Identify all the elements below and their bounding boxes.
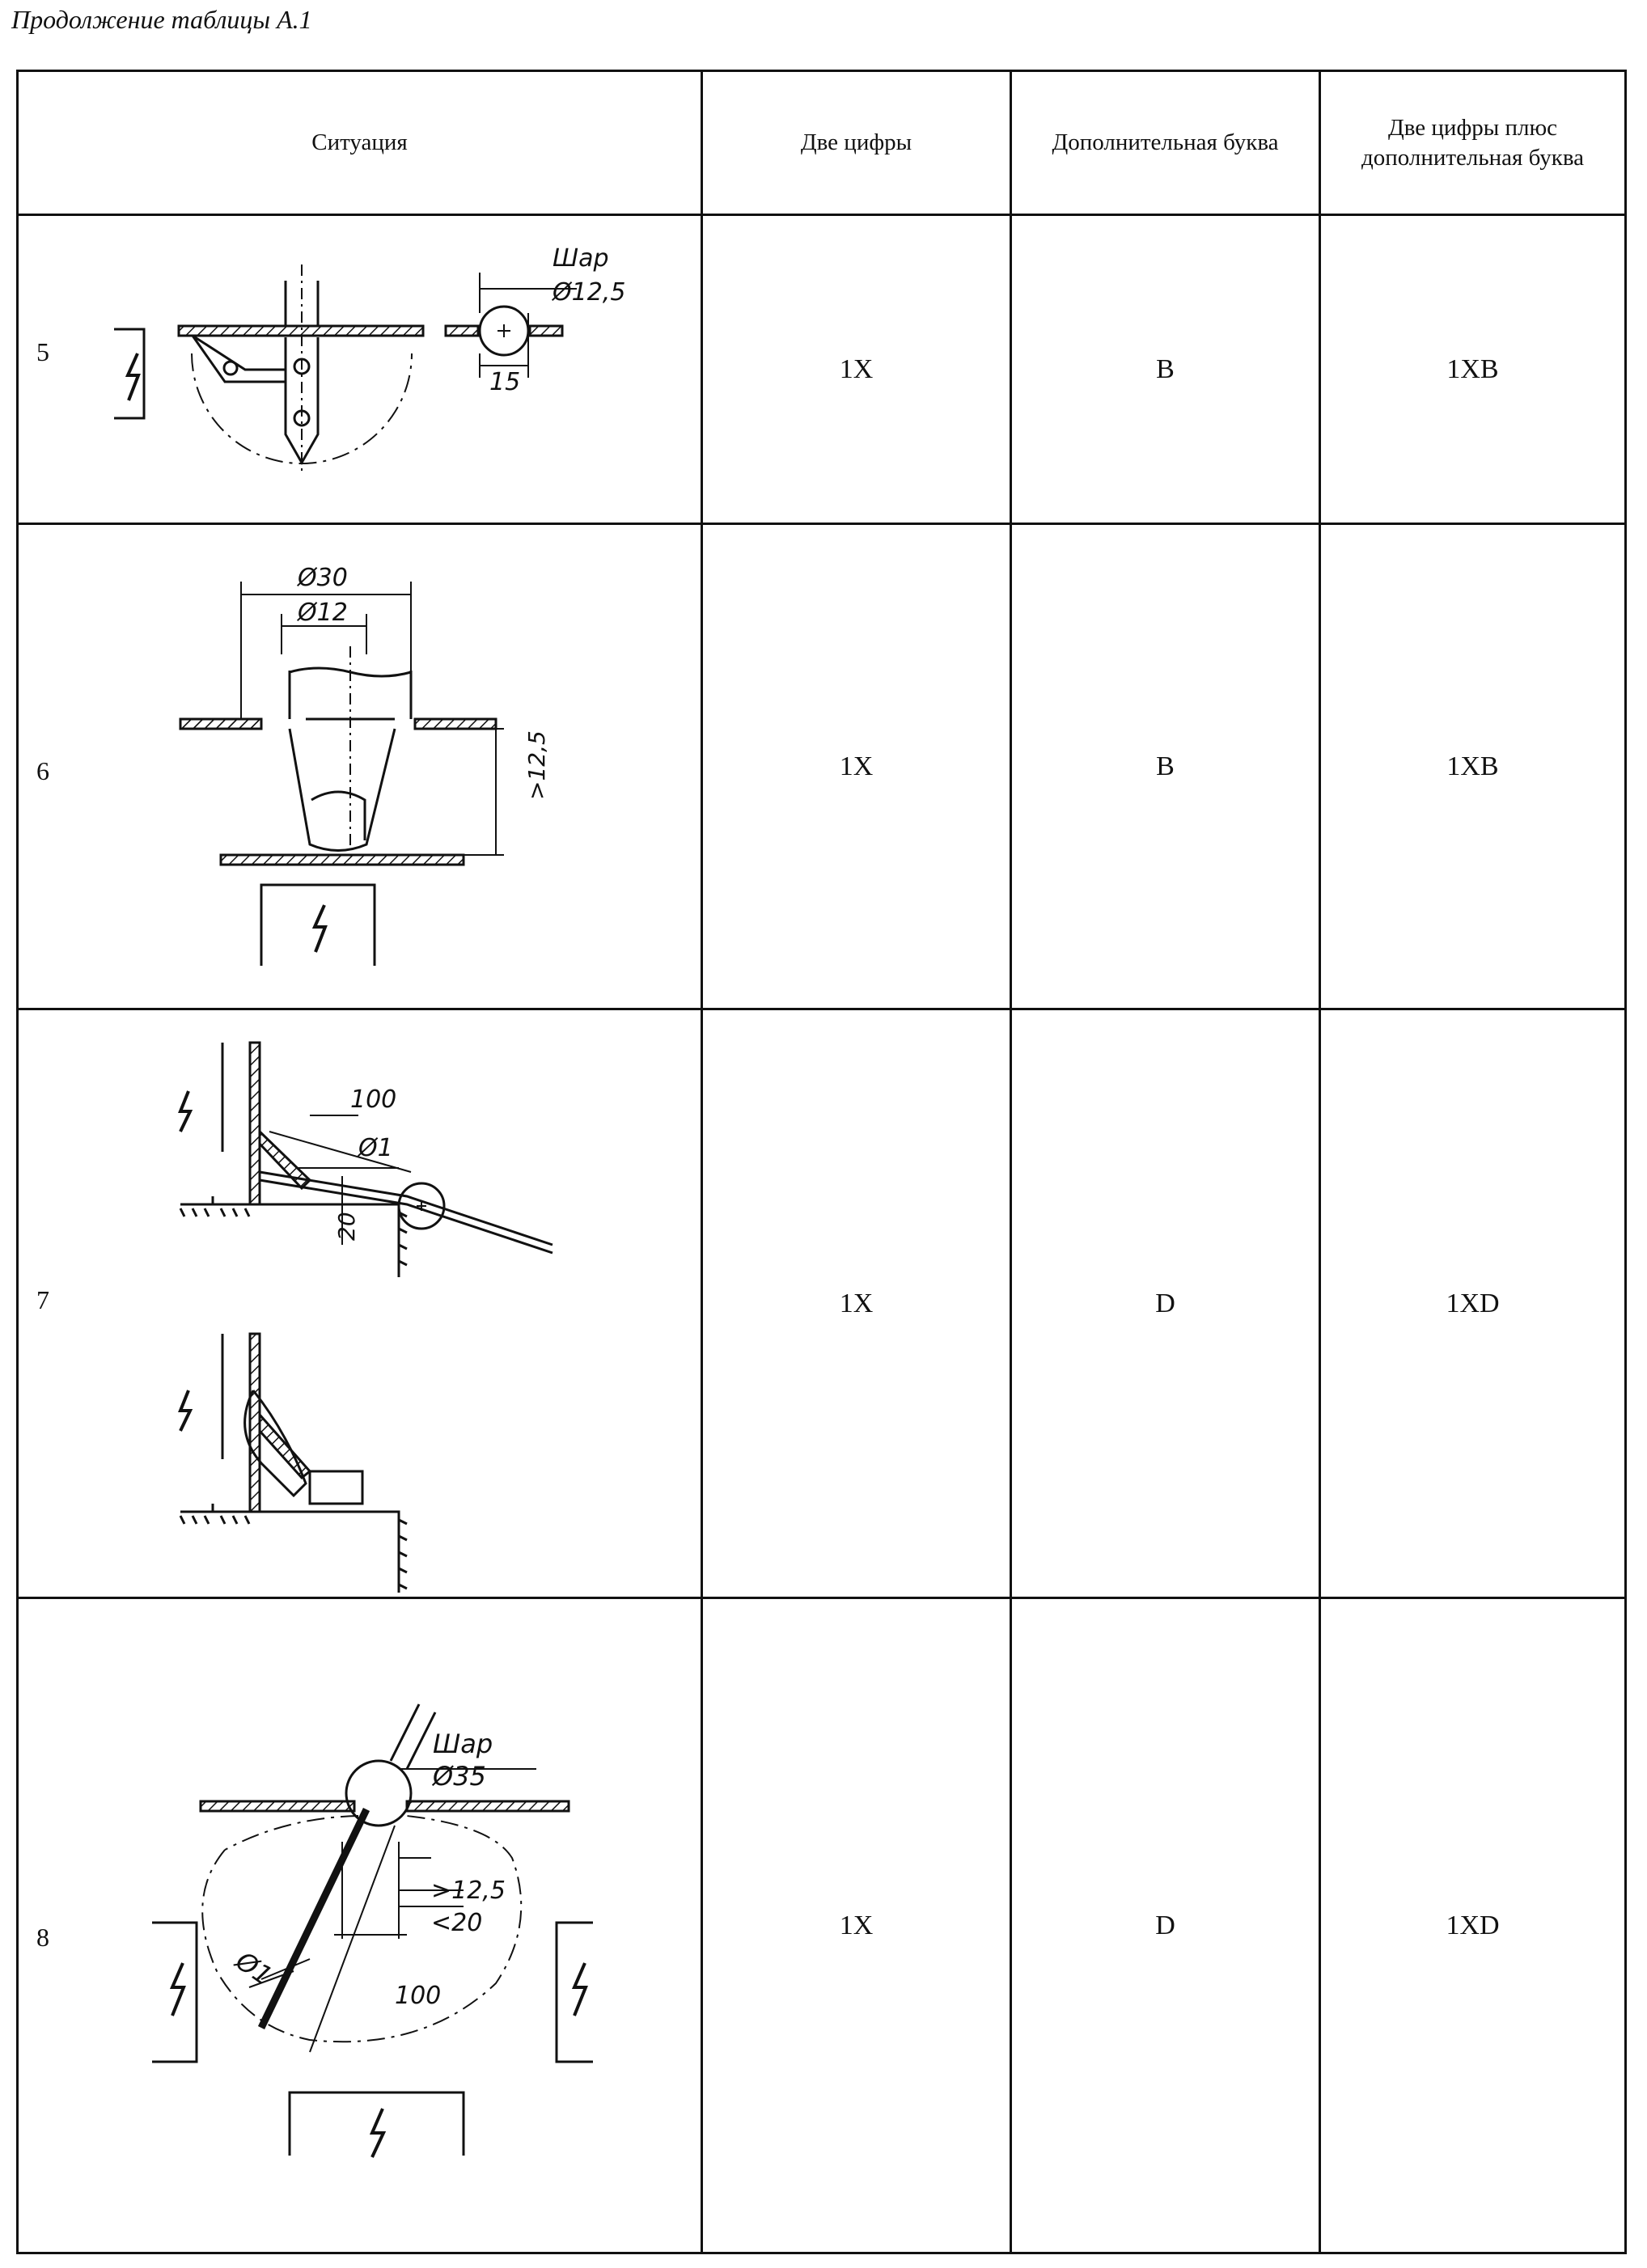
table-row: 8 Шар Ø35 >12,5 <20 [16,1597,1627,2254]
row-number: 6 [36,756,49,785]
label-inner-diameter: Ø12 [296,599,348,627]
label-outer-diameter: Ø30 [296,564,348,592]
header-two-digits: Две цифры [701,70,1012,216]
table-row: 7 100 Ø1 20 [16,1008,1627,1599]
extra-letter-cell: D [1010,1008,1321,1599]
diagram-hand-probe: Ø30 Ø12 >12,5 [179,564,550,966]
two-digits-cell: 1X [701,523,1012,1010]
label-diameter: Ø12,5 [551,278,625,307]
label-gap: 20 [333,1212,360,1241]
two-digits-cell: 1X [701,214,1012,525]
combined-code-cell: 1XD [1319,1008,1627,1599]
row-number: 5 [36,337,49,366]
table-row: 5 [16,214,1627,525]
diagram-finger-probe: Шар Ø12,5 15 [114,244,625,475]
row-number: 8 [36,1923,49,1952]
extra-letter-cell: B [1010,523,1321,1010]
two-digits-cell: 1X [701,1008,1012,1599]
table-row: 6 Ø30 Ø12 >12,5 [16,523,1627,1010]
two-digits-cell: 1X [701,1597,1012,2254]
label-ball: Шар [433,1729,493,1759]
header-combined: Две цифры плюс дополнительная буква [1319,70,1627,216]
header-extra-letter: Дополнительная буква [1010,70,1321,216]
label-min-gap: >12,5 [431,1877,506,1905]
header-situation: Ситуация [16,70,703,216]
combined-code-cell: 1XB [1319,214,1627,525]
label-ball-diameter: Ø35 [431,1761,486,1792]
label-ball: Шар [553,244,609,273]
label-height: >12,5 [523,730,550,800]
label-length: 100 [350,1085,396,1114]
combined-code-cell: 1XB [1319,523,1627,1010]
label-wire-diameter: Ø1 [229,1944,278,1991]
row-number: 7 [36,1285,49,1314]
extra-letter-cell: D [1010,1597,1321,2254]
label-width: 15 [489,368,520,396]
situation-cell: 5 [16,214,703,525]
situation-cell: 6 Ø30 Ø12 >12,5 [16,523,703,1010]
diagram-ball-and-wire-probe: Шар Ø35 >12,5 <20 Ø1 100 [152,1703,593,2158]
header-row: Ситуация Две цифры Дополнительная буква … [16,70,1627,216]
label-wire-diameter: Ø1 [357,1134,393,1162]
classification-table: Ситуация Две цифры Дополнительная буква … [16,70,1627,2254]
label-length: 100 [395,1982,441,2010]
extra-letter-cell: B [1010,214,1321,525]
situation-cell: 8 Шар Ø35 >12,5 <20 [16,1597,703,2254]
situation-cell: 7 100 Ø1 20 [16,1008,703,1599]
combined-code-cell: 1XD [1319,1597,1627,2254]
diagram-wire-probe: 100 Ø1 20 [178,1041,553,1593]
table-caption: Продолжение таблицы А.1 [11,5,312,34]
label-max-gap: <20 [431,1909,482,1937]
